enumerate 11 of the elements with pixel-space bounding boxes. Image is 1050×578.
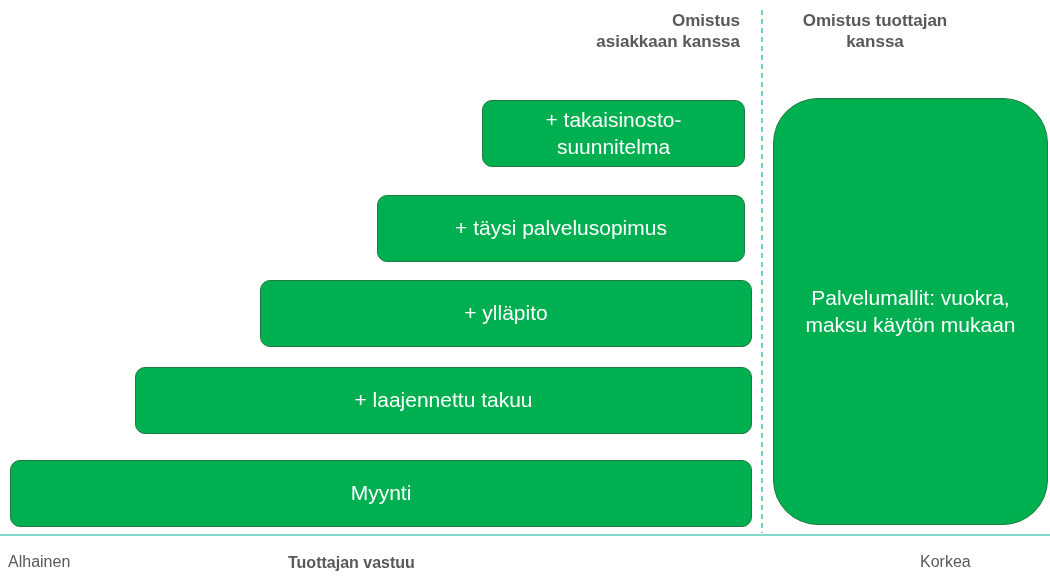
- step-box: Myynti: [10, 460, 752, 527]
- step-box: + ylläpito: [260, 280, 752, 347]
- step-box: + laajennettu takuu: [135, 367, 752, 434]
- axis-label: Alhainen: [8, 552, 72, 572]
- step-box: + takaisinosto-suunnitelma: [482, 100, 745, 167]
- step-box: + täysi palvelusopimus: [377, 195, 745, 262]
- service-model-box: Palvelumallit: vuokra, maksu käytön mukaan: [773, 98, 1048, 525]
- axis-title: Tuottajan vastuu: [288, 553, 416, 573]
- column-heading: Omistus tuottajan kanssa: [801, 10, 949, 53]
- column-heading: Omistus asiakkaan kanssa: [595, 10, 740, 53]
- axis-label: Korkea: [920, 552, 972, 572]
